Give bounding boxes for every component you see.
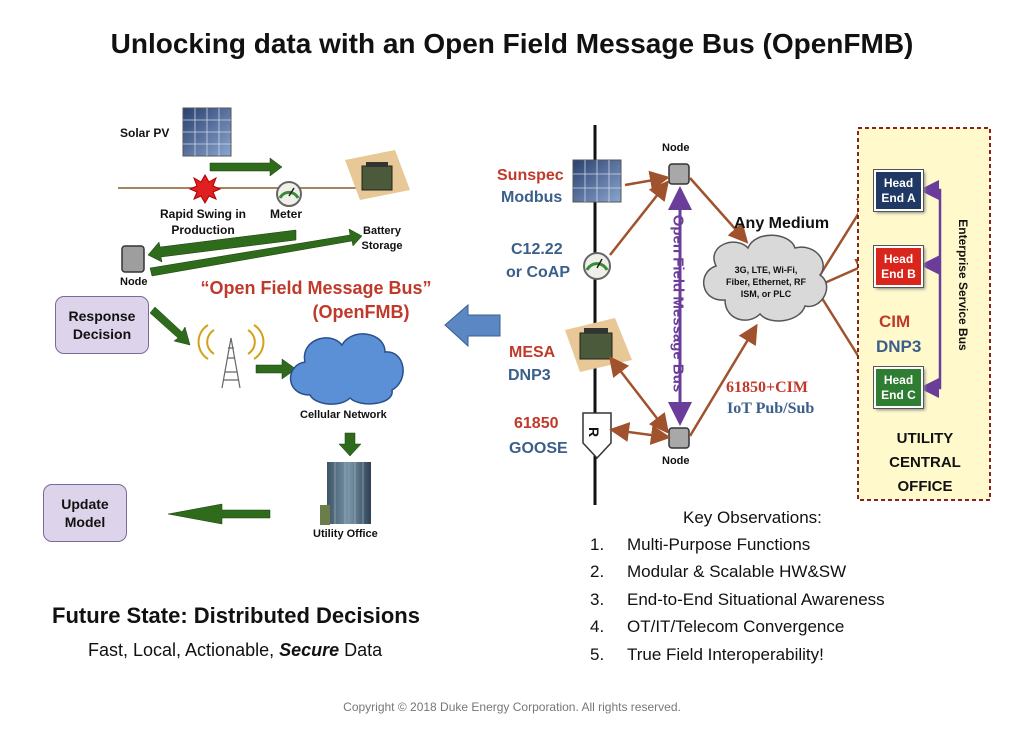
- node-bottom-icon: [668, 427, 690, 449]
- meter-right-icon: [583, 252, 611, 280]
- head-end-b: Head End B: [873, 245, 924, 288]
- dnp3-label: DNP3: [508, 367, 551, 384]
- router-letter: R: [586, 426, 603, 438]
- green-arrows: [147, 157, 363, 525]
- future-sub-post: Data: [339, 640, 383, 660]
- observation-text: Modular & Scalable HW&SW: [627, 562, 847, 581]
- future-state-title: Future State: Distributed Decisions: [52, 603, 420, 628]
- cell-tower-icon: [197, 324, 265, 389]
- response-decision-box: Response Decision: [55, 296, 149, 354]
- mesa-battery-icon: [565, 318, 632, 372]
- any-medium-cloud: [702, 234, 828, 322]
- ofmb-line2: (OpenFMB): [312, 302, 410, 322]
- dnp3-central-label: DNP3: [876, 337, 922, 356]
- copyright: Copyright © 2018 Duke Energy Corporation…: [343, 700, 681, 714]
- observation-num: 5.: [590, 645, 605, 664]
- node-top-icon: [668, 163, 690, 185]
- observation-num: 3.: [590, 590, 605, 609]
- observations-heading: Key Observations:: [683, 508, 822, 527]
- sunspec-label: Sunspec: [497, 167, 564, 184]
- observation-text: OT/IT/Telecom Convergence: [627, 617, 845, 636]
- observation-item: 4. OT/IT/Telecom Convergence: [590, 617, 844, 637]
- cim-pubsub-line2: IoT Pub/Sub: [727, 400, 815, 417]
- battery-storage-label: Battery Storage: [361, 225, 403, 252]
- cellular-network-label: Cellular Network: [300, 409, 387, 421]
- ofmb-title: “Open Field Message Bus” (OpenFMB): [186, 276, 446, 324]
- update-model-box: Update Model: [43, 484, 127, 542]
- observation-item: 2. Modular & Scalable HW&SW: [590, 562, 846, 582]
- meter-icon: [276, 181, 302, 207]
- head-end-c: Head End C: [873, 366, 924, 409]
- utility-central-label: UTILITY CENTRAL OFFICE: [889, 430, 961, 495]
- c1222-label: C12.22: [511, 241, 563, 258]
- page-title: Unlocking data with an Open Field Messag…: [110, 28, 914, 59]
- cellular-cloud: [289, 333, 404, 405]
- observation-num: 4.: [590, 617, 605, 636]
- medium-cloud-text: 3G, LTE, Wi-Fi, Fiber, Ethernet, RF ISM,…: [725, 265, 806, 299]
- future-sub-pre: Fast, Local, Actionable,: [88, 640, 280, 660]
- utility-office-label: Utility Office: [313, 528, 378, 540]
- solar-pv-icon: [182, 107, 232, 157]
- observation-num: 1.: [590, 535, 605, 554]
- esb-label: Enterprise Service Bus: [956, 219, 970, 351]
- observation-item: 5. True Field Interoperability!: [590, 645, 824, 665]
- any-medium-label: Any Medium: [734, 215, 830, 232]
- solar-pv-label: Solar PV: [120, 126, 170, 140]
- head-end-a: Head End A: [873, 169, 924, 212]
- cim-pubsub-line1: 61850+CIM: [726, 379, 808, 396]
- sunspec-solar-icon: [572, 159, 622, 203]
- rapid-swing-icon: [188, 173, 222, 205]
- node-top-label: Node: [662, 142, 690, 154]
- rapid-swing-label: Rapid Swing in Production: [160, 207, 246, 237]
- future-state-subtitle: Fast, Local, Actionable, Secure Data: [88, 640, 382, 661]
- coap-label: or CoAP: [506, 264, 570, 281]
- meter-label: Meter: [270, 207, 303, 221]
- observation-num: 2.: [590, 562, 605, 581]
- node-left-icon: [121, 245, 145, 273]
- goose-label: GOOSE: [509, 440, 568, 457]
- observation-text: True Field Interoperability!: [627, 645, 824, 664]
- router-icon: [582, 412, 612, 460]
- battery-icon: [345, 150, 410, 200]
- utility-office-icon: [320, 462, 371, 525]
- big-arrow-left: [444, 303, 501, 348]
- cim-label: CIM: [879, 312, 911, 331]
- bus-label: Open Field Message Bus: [669, 214, 687, 393]
- future-sub-emphasis: Secure: [279, 640, 340, 660]
- node-left-label: Node: [120, 276, 148, 288]
- observation-text: Multi-Purpose Functions: [627, 535, 811, 554]
- ofmb-line1: “Open Field Message Bus”: [200, 278, 432, 298]
- mesa-label: MESA: [509, 344, 556, 361]
- modbus-label: Modbus: [501, 189, 563, 206]
- observation-text: End-to-End Situational Awareness: [627, 590, 885, 609]
- observation-item: 3. End-to-End Situational Awareness: [590, 590, 885, 610]
- observation-item: 1. Multi-Purpose Functions: [590, 535, 810, 555]
- iec61850-label: 61850: [514, 415, 559, 432]
- node-bottom-label: Node: [662, 455, 690, 467]
